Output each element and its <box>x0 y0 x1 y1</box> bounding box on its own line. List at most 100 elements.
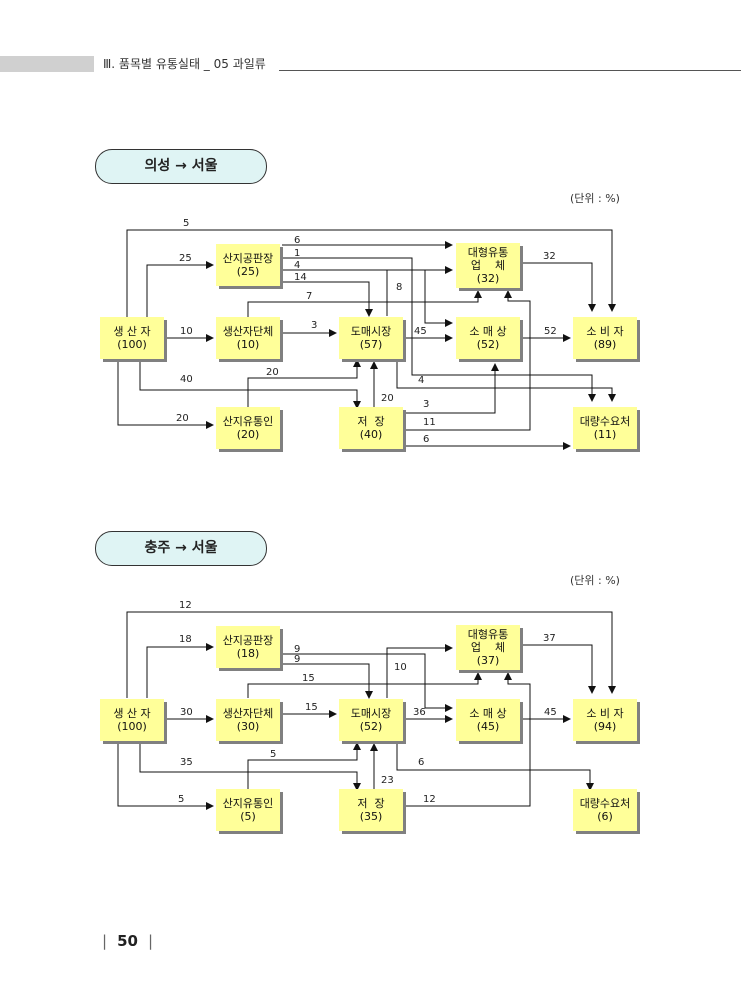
flow-label: 20 <box>266 367 279 378</box>
node-share: (52) <box>476 338 500 351</box>
flow-label: 6 <box>294 235 300 246</box>
flow-label: 10 <box>180 326 193 337</box>
flow-line <box>282 257 596 402</box>
node-share: (100) <box>117 720 147 733</box>
page-number: 50 <box>117 932 138 950</box>
node-share: (57) <box>359 338 383 351</box>
node-share: (18) <box>236 647 260 660</box>
flow-line <box>146 643 214 698</box>
flow-label: 7 <box>306 291 312 302</box>
flow-label: 6 <box>423 434 429 445</box>
flow-line <box>247 359 361 407</box>
node-collector: 산지유통인 (5) <box>216 789 280 831</box>
flow-line <box>282 653 453 712</box>
flow-line <box>386 644 453 698</box>
footer-divider: | <box>147 932 153 950</box>
node-name: 산지공판장 <box>222 634 274 647</box>
node-name: 저 장 <box>357 797 385 810</box>
flow-label: 9 <box>294 654 300 665</box>
node-share: (20) <box>236 428 260 441</box>
node-origin-market: 산지공판장 (18) <box>216 626 280 668</box>
node-retailer: 소 매 상 (52) <box>456 317 520 359</box>
flow-line <box>522 644 596 694</box>
node-name: 도매시장 <box>350 707 392 720</box>
flow-line <box>247 742 361 789</box>
node-origin-market: 산지공판장 (25) <box>216 244 280 286</box>
node-share: (100) <box>117 338 147 351</box>
flow-line <box>282 269 453 327</box>
node-name: 생 산 자 <box>113 707 151 720</box>
flow-line <box>405 363 499 414</box>
flow-label: 30 <box>180 707 193 718</box>
flow-label: 9 <box>294 644 300 655</box>
flow-label: 23 <box>381 775 394 786</box>
page-footer: | 50 | <box>92 932 163 950</box>
node-bulk-buyer: 대량수요처 (11) <box>573 407 637 449</box>
node-producer-group: 생산자단체 (30) <box>216 699 280 741</box>
flow-label: 8 <box>396 282 402 293</box>
node-storage: 저 장 (35) <box>339 789 403 831</box>
flow-line <box>117 359 214 429</box>
node-name: 저 장 <box>357 415 385 428</box>
flow-label: 35 <box>180 757 193 768</box>
node-share: (35) <box>359 810 383 823</box>
node-name: 소 매 상 <box>469 707 507 720</box>
flow-label: 18 <box>179 634 192 645</box>
node-share: (45) <box>476 720 500 733</box>
node-bulk-buyer: 대량수요처 (6) <box>573 789 637 831</box>
flow-label: 10 <box>394 662 407 673</box>
flow-label: 20 <box>176 413 189 424</box>
unit-note-2: (단위 : %) <box>570 574 620 587</box>
flow-label: 4 <box>294 260 300 271</box>
flow-line <box>146 261 214 317</box>
node-share: (10) <box>236 338 260 351</box>
flow-line <box>522 262 596 312</box>
flow-label: 3 <box>311 320 317 331</box>
flow-label: 11 <box>423 417 436 428</box>
node-name: 산지유통인 <box>222 797 274 810</box>
flow-label: 37 <box>543 633 556 644</box>
node-share: (94) <box>593 720 617 733</box>
flow-label: 32 <box>543 251 556 262</box>
node-share: (52) <box>359 720 383 733</box>
header-rule <box>279 70 741 71</box>
flow-label: 14 <box>294 272 307 283</box>
node-storage: 저 장 (40) <box>339 407 403 449</box>
node-share: (40) <box>359 428 383 441</box>
flow-label: 6 <box>418 757 424 768</box>
node-name: 산지유통인 <box>222 415 274 428</box>
node-name: 소 매 상 <box>469 325 507 338</box>
node-name: 생산자단체 <box>222 325 274 338</box>
flow-line <box>282 281 373 317</box>
flow-line <box>386 266 453 316</box>
node-name: 대량수요처 <box>579 797 631 810</box>
node-share: (30) <box>236 720 260 733</box>
unit-note-1: (단위 : %) <box>570 192 620 205</box>
flow-label: 12 <box>423 794 436 805</box>
route-title-2: 충주 → 서울 <box>95 531 267 566</box>
flow-label: 40 <box>180 374 193 385</box>
header-bar <box>0 56 94 72</box>
flow-label: 5 <box>270 749 276 760</box>
flow-label: 4 <box>418 375 424 386</box>
flow-label: 15 <box>305 702 318 713</box>
flow-label: 20 <box>381 393 394 404</box>
flow-line <box>247 672 482 698</box>
node-producer: 생 산 자 (100) <box>100 699 164 741</box>
node-name: 소 비 자 <box>586 325 624 338</box>
node-wholesale-market: 도매시장 (52) <box>339 699 403 741</box>
node-share: (32) <box>476 272 500 285</box>
flow-line <box>396 360 616 402</box>
route-title-1: 의성 → 서울 <box>95 149 267 184</box>
flow-diagram-2: 12 18 9 9 10 15 37 30 15 36 45 35 5 6 5 … <box>117 600 616 810</box>
node-consumer: 소 비 자 (89) <box>573 317 637 359</box>
flow-line <box>117 741 214 810</box>
node-name: 도매시장 <box>350 325 392 338</box>
node-share: (11) <box>593 428 617 441</box>
footer-divider: | <box>102 932 108 950</box>
node-name: 생 산 자 <box>113 325 151 338</box>
flow-label: 5 <box>178 794 184 805</box>
chapter-heading: Ⅲ. 품목별 유통실태 _ 05 과일류 <box>103 57 266 71</box>
node-name: 생산자단체 <box>222 707 274 720</box>
flow-label: 52 <box>544 326 557 337</box>
